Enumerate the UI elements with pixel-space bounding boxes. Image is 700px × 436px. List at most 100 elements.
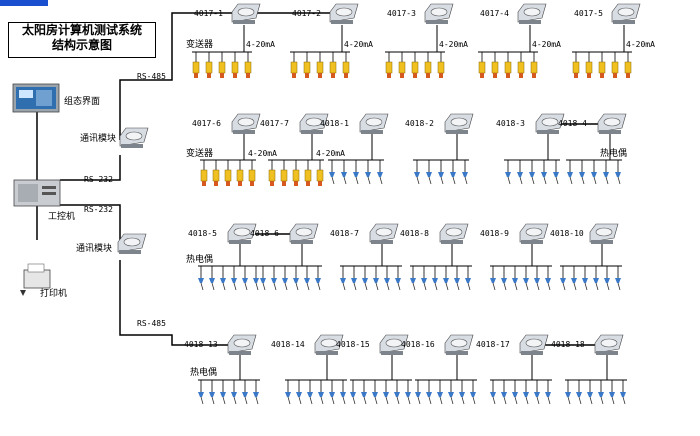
transmitter-sensor-20 xyxy=(530,52,538,78)
thermocouple-sensor-42 xyxy=(426,160,432,185)
transmitter-sensor-11 xyxy=(385,52,393,78)
thermocouple-sensor-123 xyxy=(576,380,582,405)
transmitter-sensor-23 xyxy=(598,52,606,78)
thermocouple-sensor-88 xyxy=(582,266,588,291)
module-4018-14 xyxy=(314,334,344,355)
thermocouple-sensor-118 xyxy=(512,380,518,405)
thermocouple-sensor-97 xyxy=(253,380,259,405)
current-label-4017-3: 4-20mA xyxy=(439,40,468,49)
module-4018-18 xyxy=(594,334,624,355)
module-4018-2 xyxy=(444,113,474,134)
module-label-4017-5: 4017-5 xyxy=(574,9,603,18)
module-4018-7 xyxy=(369,223,399,244)
transmitter-sensor-34 xyxy=(304,160,312,186)
module-4018-15 xyxy=(379,334,409,355)
current-label-4017-6: 4-20mA xyxy=(248,149,277,158)
comm-module-label-2: 通讯模块 xyxy=(76,244,113,254)
module-label-4018-13: 4018-13 xyxy=(184,340,218,349)
transmitter-sensor-1 xyxy=(192,52,200,78)
diagram-title: 太阳房计算机测试系统 结构示意图 xyxy=(8,22,156,58)
thermocouple-sensor-67 xyxy=(315,266,321,291)
thermocouple-sensor-73 xyxy=(395,266,401,291)
module-4017-6 xyxy=(231,113,261,134)
thermocouple-sensor-36 xyxy=(329,160,335,185)
module-label-4018-9: 4018-9 xyxy=(480,229,509,238)
transmitter-sensor-18 xyxy=(504,52,512,78)
transmitter-sensor-28 xyxy=(224,160,232,186)
thermocouple-sensor-84 xyxy=(534,266,540,291)
thermocouple-sensor-92 xyxy=(198,380,204,405)
module-label-4018-6: 4018-6 xyxy=(250,229,279,238)
config-ui-screen xyxy=(12,83,60,113)
thermocouple-sensor-77 xyxy=(443,266,449,291)
thermocouple-sensor-50 xyxy=(553,160,559,185)
comm-module-upper xyxy=(119,127,149,148)
thermocouple-sensor-70 xyxy=(362,266,368,291)
thermocouple-sensor-111 xyxy=(426,380,432,405)
thermocouple-sensor-107 xyxy=(383,380,389,405)
thermocouple-sensor-44 xyxy=(450,160,456,185)
module-label-4018-5: 4018-5 xyxy=(188,229,217,238)
module-4017-2 xyxy=(329,3,359,24)
rs232-upper xyxy=(60,155,121,181)
thermocouple-sensor-47 xyxy=(517,160,523,185)
module-label-4018-4: 4018-4 xyxy=(558,119,587,128)
title-line2: 结构示意图 xyxy=(51,38,112,52)
thermocouple-sensor-52 xyxy=(579,160,585,185)
transmitter-sensor-3 xyxy=(218,52,226,78)
thermocouple-sensor-56 xyxy=(198,266,204,291)
thermocouple-sensor-87 xyxy=(571,266,577,291)
transmitter-sensor-2 xyxy=(205,52,213,78)
thermocouple-sensor-74 xyxy=(410,266,416,291)
thermocouple-sensor-65 xyxy=(293,266,299,291)
thermocouple-sensor-75 xyxy=(421,266,427,291)
thermocouple-sensor-109 xyxy=(405,380,411,405)
module-label-4017-2: 4017-2 xyxy=(292,9,321,18)
thermocouple-sensor-66 xyxy=(304,266,310,291)
thermocouple-sensor-40 xyxy=(377,160,383,185)
module-label-4018-8: 4018-8 xyxy=(400,229,429,238)
thermocouple-sensor-80 xyxy=(490,266,496,291)
transmitter-label-row2: 变送器 xyxy=(186,149,214,159)
thermocouple-sensor-38 xyxy=(353,160,359,185)
module-4017-5 xyxy=(611,3,641,24)
module-4018-5 xyxy=(227,223,257,244)
thermocouple-sensor-114 xyxy=(459,380,465,405)
thermocouple-sensor-100 xyxy=(307,380,313,405)
thermocouple-sensor-101 xyxy=(318,380,324,405)
thermocouple-sensor-91 xyxy=(615,266,621,291)
thermocouple-sensor-124 xyxy=(587,380,593,405)
thermocouple-sensor-120 xyxy=(534,380,540,405)
thermocouple-sensor-57 xyxy=(209,266,215,291)
thermocouple-sensor-61 xyxy=(253,266,259,291)
transmitter-sensor-24 xyxy=(611,52,619,78)
module-label-4018-15: 4018-15 xyxy=(336,340,370,349)
thermocouple-sensor-62 xyxy=(260,266,266,291)
thermocouple-sensor-46 xyxy=(505,160,511,185)
header-strip xyxy=(0,0,48,6)
thermocouple-sensor-94 xyxy=(220,380,226,405)
thermocouple-sensor-53 xyxy=(591,160,597,185)
module-4018-8 xyxy=(439,223,469,244)
module-label-4018-16: 4018-16 xyxy=(401,340,435,349)
transmitter-sensor-15 xyxy=(437,52,445,78)
module-4018-16 xyxy=(444,334,474,355)
module-4018-1 xyxy=(359,113,389,134)
thermocouple-sensor-64 xyxy=(282,266,288,291)
thermocouple-sensor-105 xyxy=(361,380,367,405)
thermocouple-sensor-95 xyxy=(231,380,237,405)
transmitter-sensor-29 xyxy=(236,160,244,186)
transmitter-sensor-25 xyxy=(624,52,632,78)
module-4018-6 xyxy=(289,223,319,244)
thermocouple-sensor-85 xyxy=(545,266,551,291)
transmitter-sensor-31 xyxy=(268,160,276,186)
transmitter-sensor-22 xyxy=(585,52,593,78)
module-4018-13 xyxy=(227,334,257,355)
module-4017-4 xyxy=(517,3,547,24)
printer-icon xyxy=(20,263,51,296)
thermocouple-sensor-104 xyxy=(350,380,356,405)
rs232-label-upper: RS-232 xyxy=(84,175,113,184)
module-label-4017-3: 4017-3 xyxy=(387,9,416,18)
module-4018-10 xyxy=(589,223,619,244)
thermocouple-sensor-45 xyxy=(462,160,468,185)
